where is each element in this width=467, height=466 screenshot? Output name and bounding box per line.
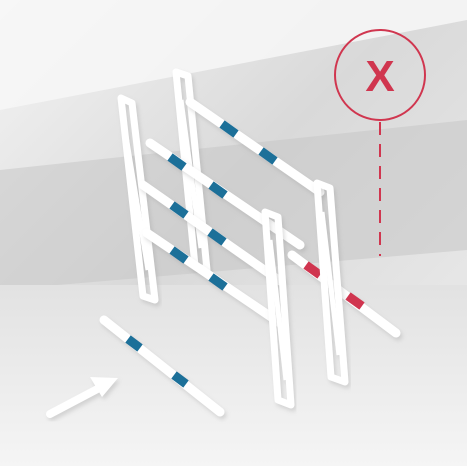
arena-floor (0, 285, 467, 466)
fault-marker-label: X (365, 52, 394, 101)
